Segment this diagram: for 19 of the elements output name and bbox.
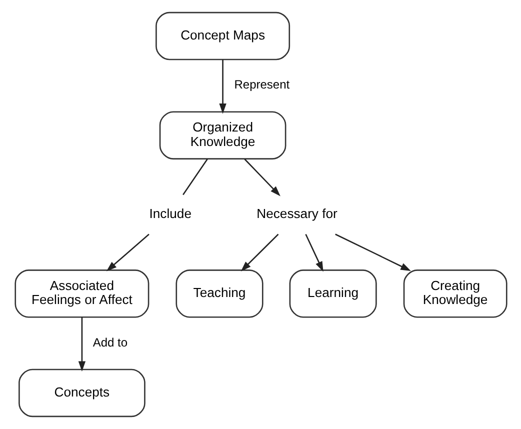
connector [182, 158, 208, 196]
arrow [78, 317, 86, 372]
node-box: Associated Feelings or Affect [14, 270, 149, 318]
node-box: Organized Knowledge [158, 111, 286, 160]
edge-label: Add to [92, 335, 128, 350]
edge-label: Represent [234, 78, 290, 92]
arrow [244, 158, 280, 196]
arrow [218, 60, 226, 114]
node-box: Creating Knowledge [402, 270, 507, 318]
node-box: Learning [288, 270, 376, 318]
arrow [240, 234, 278, 272]
node-box: Concepts [18, 368, 145, 418]
node-box: Concept Maps [155, 12, 290, 60]
arrow [334, 234, 410, 271]
node-box: Teaching [175, 270, 263, 318]
node-text: Include [148, 206, 192, 221]
arrow [304, 234, 323, 272]
node-text: Necessary for [256, 206, 337, 221]
arrow [106, 234, 149, 272]
